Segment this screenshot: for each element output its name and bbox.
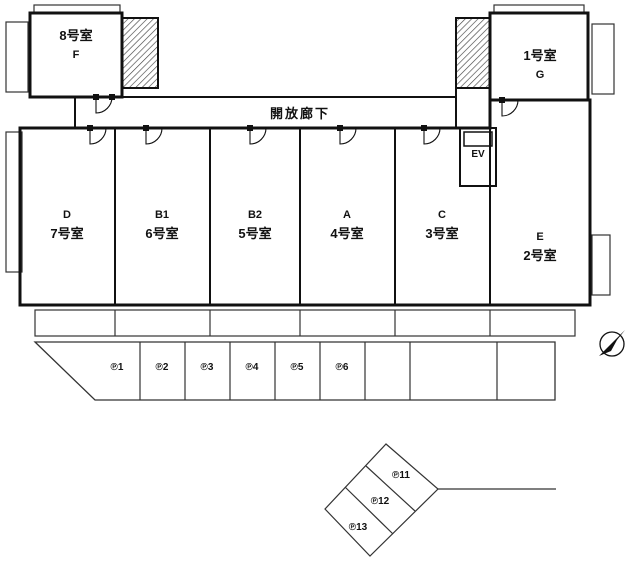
parking-row-outline xyxy=(33,341,556,401)
elevator-car-outline xyxy=(463,131,493,147)
corridor-label: 開放廊下 xyxy=(269,106,330,121)
staircases xyxy=(121,17,491,89)
parking-space-label: ℗12 xyxy=(370,496,390,507)
room-name: 1号室 xyxy=(523,48,557,63)
parking-space-label: ℗5 xyxy=(290,362,304,373)
north-arrow-icon xyxy=(599,330,625,357)
room-unit: A xyxy=(343,209,351,221)
parking-space-label: ℗1 xyxy=(110,362,124,373)
room-divider-walls xyxy=(114,128,491,305)
room-name: 6号室 xyxy=(145,226,179,241)
balcony-right xyxy=(591,234,611,296)
room-unit: B2 xyxy=(247,209,263,221)
room-label-6: B1 6号室 xyxy=(117,206,207,244)
room-label-7: D 7号室 xyxy=(22,206,112,244)
elevator-label: EV xyxy=(471,149,485,160)
door-arc-icon xyxy=(339,127,357,145)
parking-diamond xyxy=(324,443,556,557)
elevator-shaft-outline xyxy=(459,127,497,187)
balconies xyxy=(5,4,615,337)
balcony-left xyxy=(5,131,23,273)
room-unit: E xyxy=(536,231,544,243)
door-arc-icon xyxy=(501,99,519,117)
room-label-3: C 3号室 xyxy=(397,206,487,244)
corridor-walls xyxy=(74,88,457,128)
staircase-top-right xyxy=(455,17,491,89)
parking-diamond-dividers xyxy=(344,465,416,535)
door-arc-icon xyxy=(145,127,163,145)
parking-space-label: ℗11 xyxy=(392,470,410,481)
balcony-top-right xyxy=(591,23,615,95)
room-label-8: 8号室 F xyxy=(32,26,120,64)
staircase-top-left xyxy=(121,17,159,89)
room-name: 7号室 xyxy=(50,226,84,241)
room-label-1: 1号室 G xyxy=(495,46,585,84)
door-frames xyxy=(87,94,505,131)
door-symbols xyxy=(87,94,519,145)
room-label-4: A 4号室 xyxy=(302,206,392,244)
room-name: 5号室 xyxy=(238,226,272,241)
balcony-dividers xyxy=(114,310,491,336)
room-name: 8号室 xyxy=(59,28,93,43)
parking-space-label: ℗13 xyxy=(348,522,368,533)
room-unit: G xyxy=(535,69,545,81)
parking-space-label: ℗2 xyxy=(155,362,169,373)
room-unit: F xyxy=(72,49,80,61)
parking-row xyxy=(33,341,556,401)
room-name: 2号室 xyxy=(523,248,557,263)
door-arc-icon xyxy=(249,127,267,145)
balcony-top-left xyxy=(5,21,29,93)
room-name: 3号室 xyxy=(425,226,459,241)
room-label-2: E 2号室 xyxy=(495,228,585,266)
parking-space-label: ℗6 xyxy=(335,362,349,373)
room-unit: B1 xyxy=(154,209,170,221)
door-arc-icon xyxy=(423,127,441,145)
room-unit: C xyxy=(438,209,446,221)
elevator xyxy=(459,127,497,187)
parking-space-label: ℗3 xyxy=(200,362,214,373)
balcony-strip-bottom xyxy=(34,309,576,337)
room-label-5: B2 5号室 xyxy=(210,206,300,244)
parking-space-label: ℗4 xyxy=(245,362,259,373)
parking-dividers xyxy=(139,342,498,400)
room-unit: D xyxy=(63,209,71,221)
door-arc-icon xyxy=(89,127,107,145)
room-name: 4号室 xyxy=(330,226,364,241)
